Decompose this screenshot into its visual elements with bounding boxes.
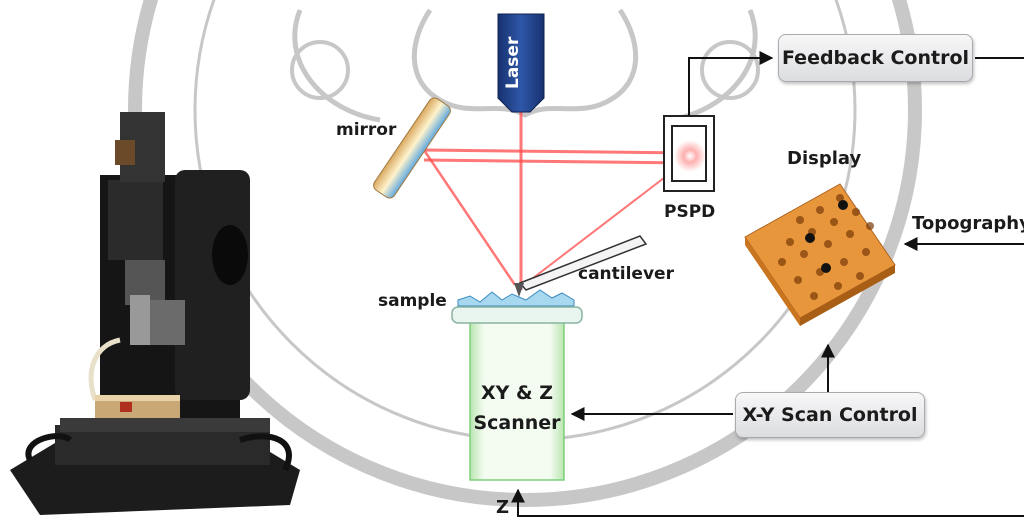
scanner-label-line1: XY & Z	[470, 378, 564, 408]
display-label: Display	[787, 148, 861, 169]
sample	[458, 290, 574, 306]
mirror-label: mirror	[336, 120, 396, 140]
signal-connections	[518, 58, 1024, 516]
pspd-label: PSPD	[664, 202, 715, 222]
z-label: Z	[496, 497, 509, 518]
feedback-control-box: Feedback Control	[778, 34, 973, 82]
sample-label: sample	[378, 291, 447, 311]
laser-label: Laser	[503, 18, 533, 108]
mirror	[371, 96, 452, 201]
cantilever-label: cantilever	[578, 264, 674, 284]
topography-surface-plot	[745, 184, 895, 326]
pspd-detector	[664, 116, 714, 191]
topography-label: Topography	[912, 213, 1024, 234]
xy-scan-control-box: X-Y Scan Control	[735, 392, 925, 438]
scanner-label-line2: Scanner	[470, 408, 564, 438]
scanner-label: XY & Z Scanner	[470, 378, 564, 438]
afm-instrument-photo	[10, 112, 300, 515]
